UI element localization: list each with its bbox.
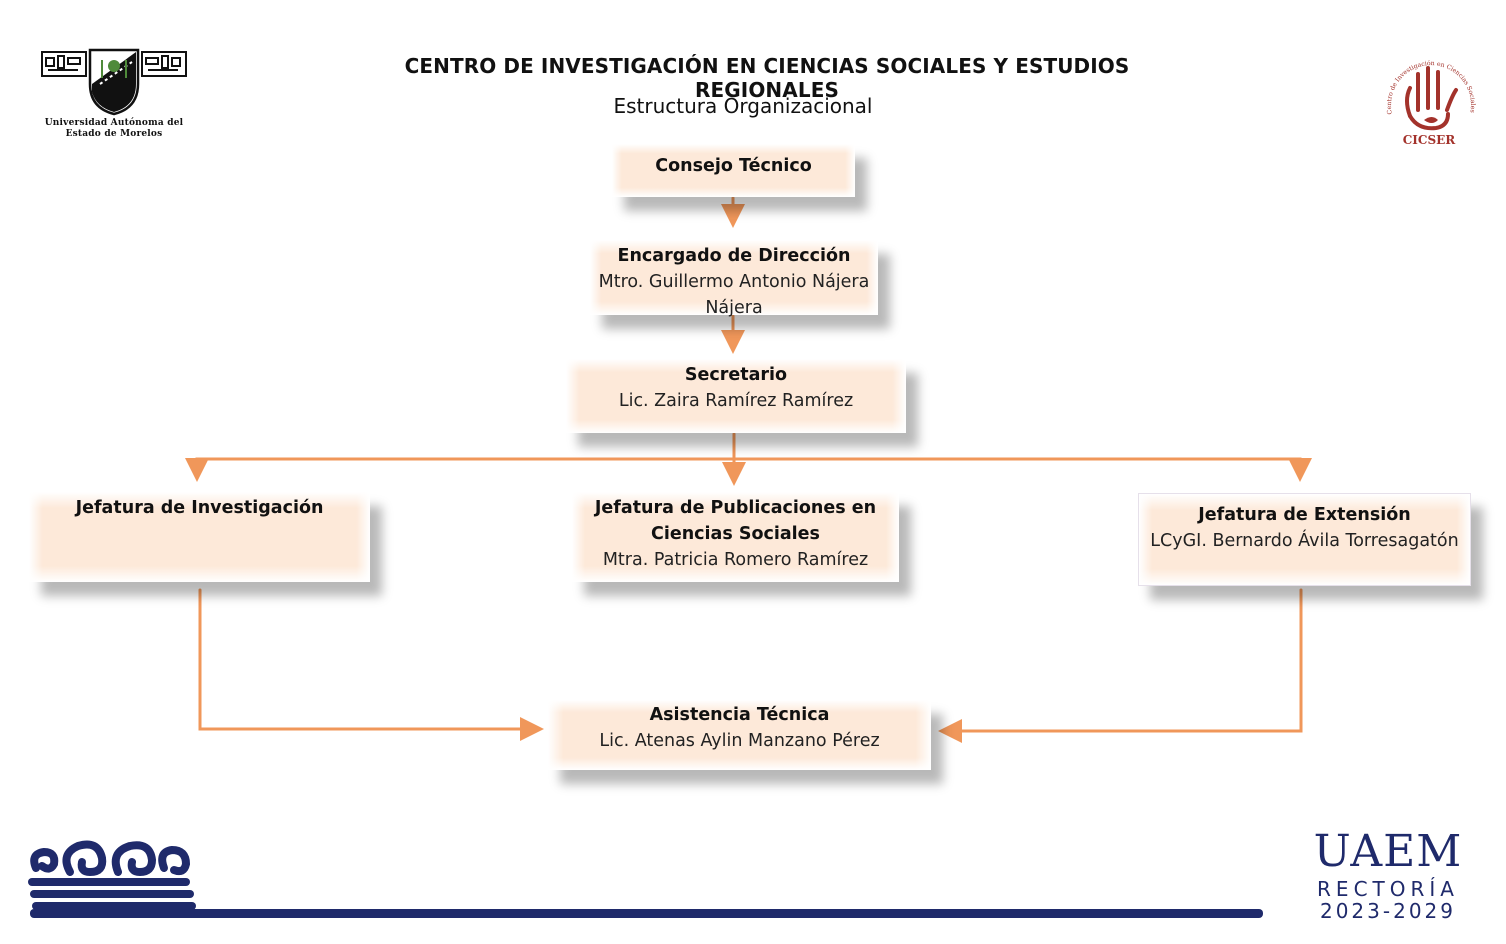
node-title: Secretario (684, 365, 788, 385)
uaem-seal-caption: Universidad Autónoma del Estado de Morel… (44, 118, 184, 139)
page-title: CENTRO DE INVESTIGACIÓN EN CIENCIAS SOCI… (404, 54, 1130, 102)
node-title: Asistencia Técnica (649, 705, 830, 725)
connector-extension-asistencia (938, 588, 1303, 743)
rectoria-label: RECTORÍA (1317, 877, 1459, 901)
node-person: Lic. Atenas Aylin Manzano Pérez (599, 731, 880, 751)
uaem-seal-logo (41, 48, 187, 116)
cicser-logo: Centro de Investigación en Ciencias Soci… (1374, 44, 1476, 147)
node-person: Mtro. Guillermo Antonio Nájera Nájera (598, 272, 870, 318)
node-jefatura-investigacion: Jefatura de Investigación (29, 492, 370, 582)
connector-secretario-branch (195, 457, 1312, 482)
page-subtitle: Estructura Organizacional (613, 94, 873, 118)
node-jefatura-extension: Jefatura de Extensión LCyGI. Bernardo Áv… (1138, 493, 1471, 586)
uaem-wordmark: UAEM (1313, 826, 1463, 877)
rectoria-period: 2023-2029 (1319, 899, 1456, 923)
footer-divider (30, 909, 1263, 918)
svg-text:Centro de Investigación en Cie: Centro de Investigación en Ciencias Soci… (1374, 44, 1476, 115)
svg-text:CICSER: CICSER (1403, 133, 1457, 147)
node-person: Mtra. Patricia Romero Ramírez (602, 550, 869, 570)
node-title: Consejo Técnico (655, 156, 812, 176)
node-person: Lic. Zaira Ramírez Ramírez (618, 391, 854, 411)
footer-wave-logo (28, 840, 196, 910)
connector-investigacion-asistencia (198, 588, 544, 741)
node-asistencia-tecnica: Asistencia Técnica Lic. Atenas Aylin Man… (548, 700, 931, 770)
node-title: Jefatura de Publicaciones en Ciencias So… (594, 498, 877, 544)
node-title: Jefatura de Investigación (75, 498, 324, 518)
node-encargado-direccion: Encargado de Dirección Mtro. Guillermo A… (590, 240, 878, 318)
node-person: LCyGI. Bernardo Ávila Torresagatón (1150, 531, 1459, 551)
node-title: Encargado de Dirección (617, 246, 851, 266)
node-title: Jefatura de Extensión (1198, 505, 1411, 525)
node-jefatura-publicaciones: Jefatura de Publicaciones en Ciencias So… (572, 492, 899, 582)
node-consejo-tecnico: Consejo Técnico (612, 144, 855, 197)
node-secretario: Secretario Lic. Zaira Ramírez Ramírez (566, 359, 906, 433)
